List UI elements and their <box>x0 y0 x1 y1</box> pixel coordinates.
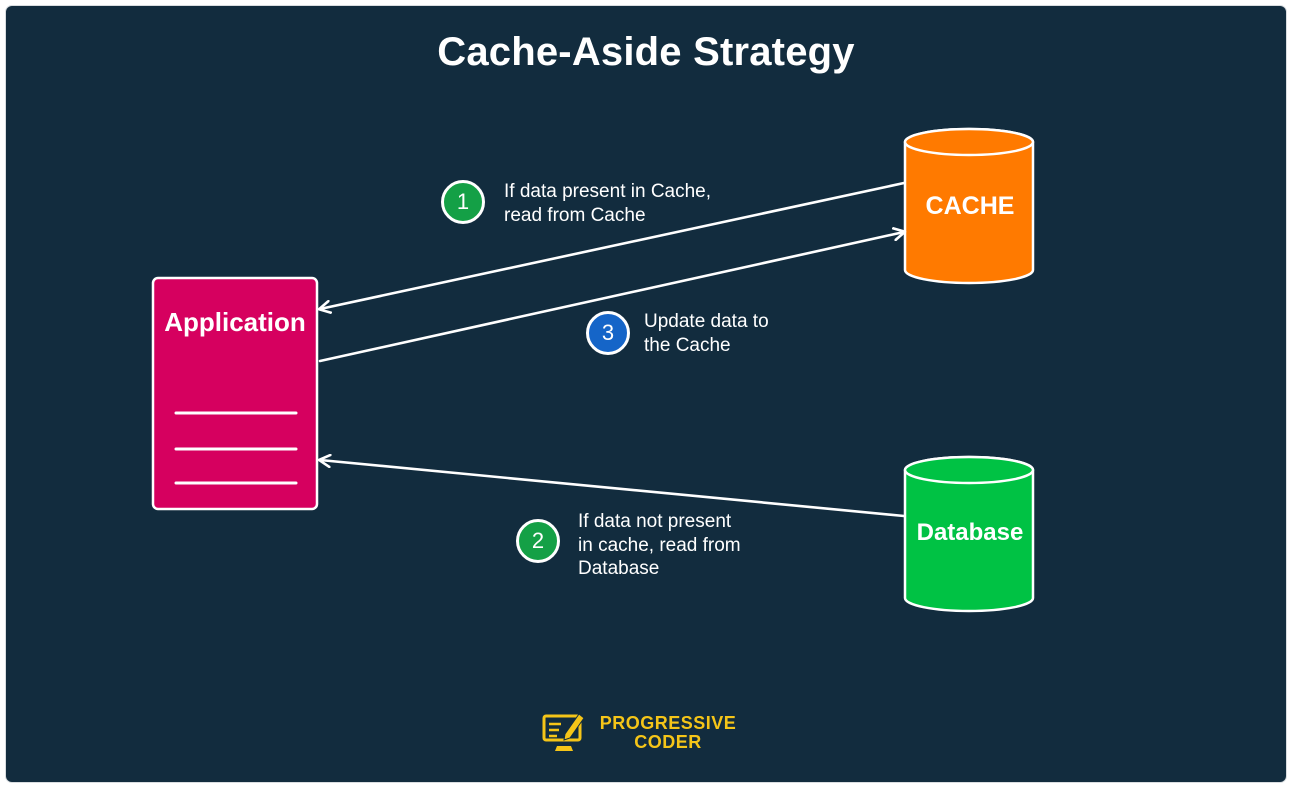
cache-cylinder-top <box>903 127 1035 157</box>
step-3-line-2: the Cache <box>644 334 731 356</box>
database-cylinder-top <box>903 455 1035 485</box>
database-label: Database <box>916 519 1024 546</box>
logo-line-2: CODER <box>634 732 702 752</box>
step-1-line-2: read from Cache <box>504 204 646 226</box>
arrow-cache-to-application <box>320 181 906 309</box>
laptop-pencil-icon <box>542 713 585 751</box>
logo-wordmark: PROGRESSIVE CODER <box>593 714 743 752</box>
database-node <box>903 455 1035 613</box>
step-1-badge: 1 <box>441 180 485 224</box>
step-2-line-1: If data not present <box>578 511 732 532</box>
arrow-application-to-cache <box>318 232 904 363</box>
step-2-badge: 2 <box>516 519 560 563</box>
progressive-coder-logo: PROGRESSIVE CODER <box>541 708 751 758</box>
logo-line-1: PROGRESSIVE <box>599 713 737 733</box>
step-1-line-1: If data present in Cache, <box>504 181 712 202</box>
application-label: Application <box>164 307 306 337</box>
step-2-line-3: Database <box>578 558 660 579</box>
application-box <box>151 276 319 511</box>
cache-node <box>903 127 1035 285</box>
step-2-line-2: in cache, read from <box>578 534 741 556</box>
step-3-description: Update data to the Cache <box>644 310 804 357</box>
application-node <box>151 276 319 511</box>
step-3-badge: 3 <box>586 311 630 355</box>
cache-label: CACHE <box>925 192 1015 220</box>
step-2-description: If data not present in cache, read from … <box>578 510 768 581</box>
step-1-description: If data present in Cache, read from Cach… <box>504 180 744 227</box>
arrow-database-to-application <box>320 460 906 518</box>
diagram-title: Cache-Aside Strategy <box>437 30 855 74</box>
step-3-line-1: Update data to <box>644 311 769 332</box>
